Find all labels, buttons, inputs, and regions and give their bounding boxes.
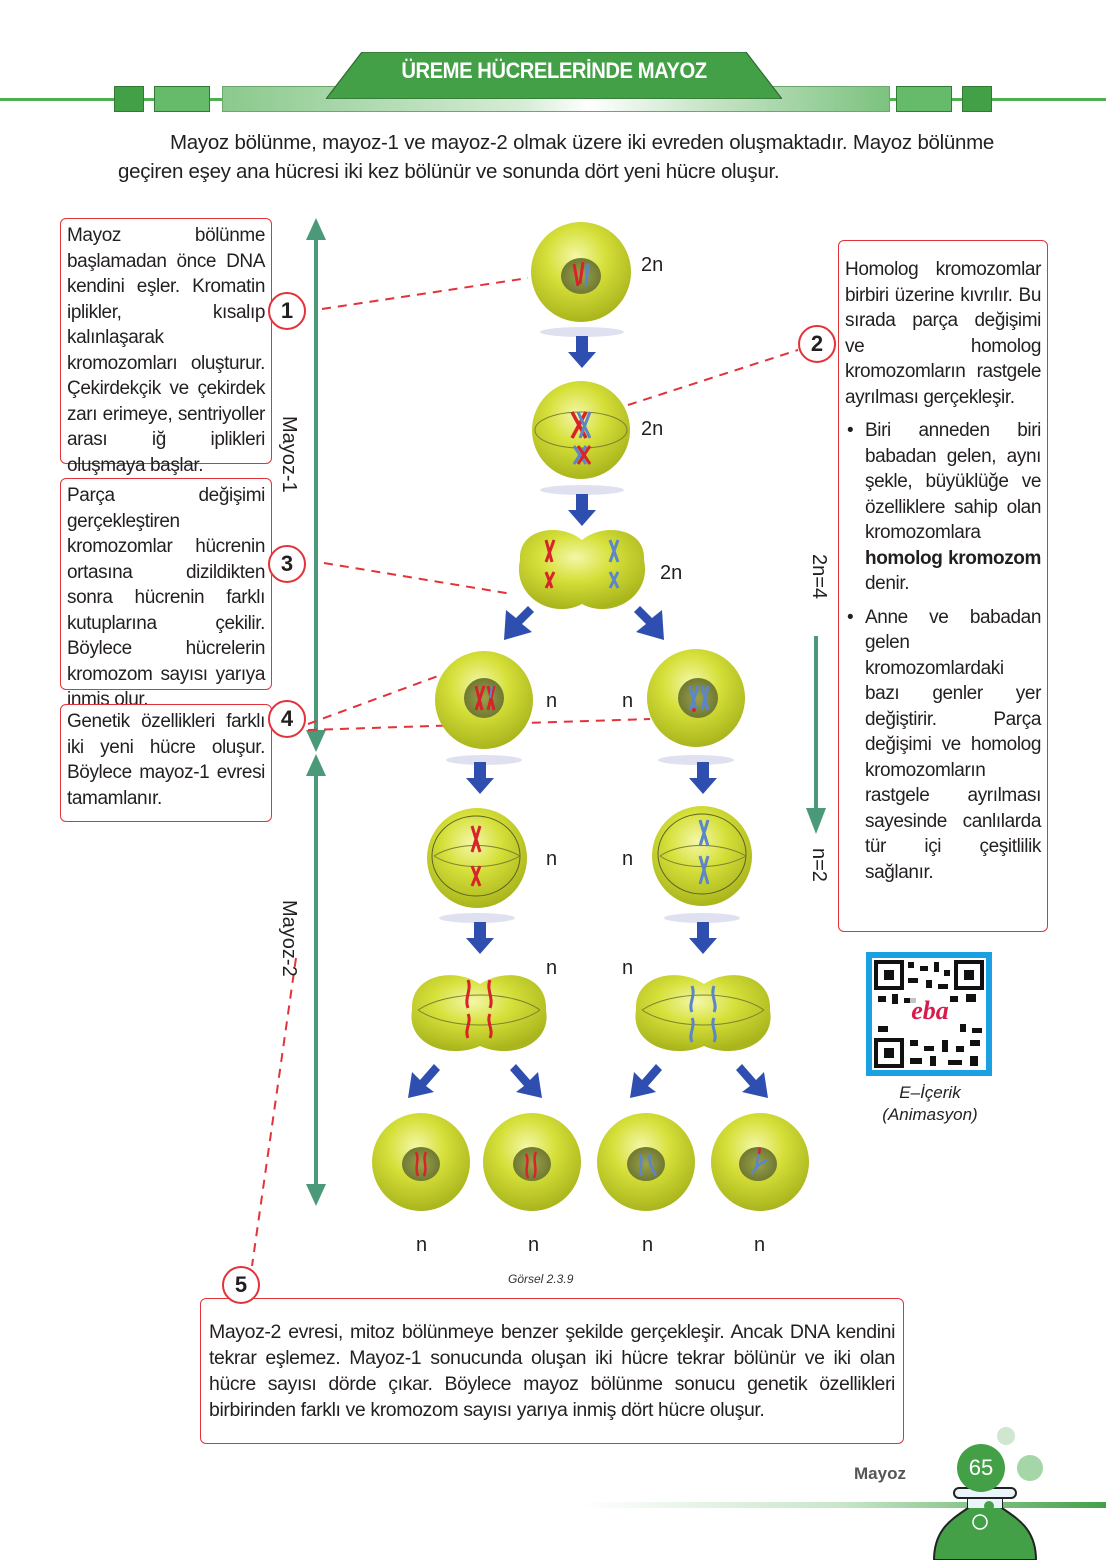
arrow-down-icon	[466, 922, 494, 954]
bubble-decoration	[1017, 1455, 1043, 1481]
gamete-cell-4	[711, 1113, 809, 1211]
ploidy-label: 2n	[641, 254, 664, 276]
cell-anaphase-2-left	[411, 975, 547, 1052]
mayoz2-label: Mayoz-2	[278, 900, 300, 977]
cell-telophase-1-right	[647, 649, 745, 765]
ploidy-label: n	[528, 1234, 540, 1256]
figure-caption: Görsel 2.3.9	[508, 1272, 574, 1286]
callout-box-3: Parça değişimi gerçekleştiren kromozomla…	[60, 478, 272, 710]
header-title-banner	[326, 52, 782, 99]
ploidy-label: n	[546, 957, 558, 979]
ploidy-label: 2n	[641, 418, 664, 440]
ploidy-label: n	[622, 690, 634, 712]
callout-number-5: 5	[222, 1266, 260, 1304]
mayoz1-axis	[306, 218, 326, 752]
cell-metaphase-2-right	[652, 806, 752, 923]
callout-box-1: Mayoz bölünme başlamadan önce DNA kendin…	[60, 218, 272, 476]
qr-caption: E–İçerik (Animasyon)	[882, 1083, 978, 1124]
arrow-down-left-icon	[504, 606, 534, 640]
header-square	[962, 86, 992, 112]
ploidy-label: n	[754, 1234, 766, 1256]
ploidy-label: n	[642, 1234, 654, 1256]
haploid-count-label: n=2	[808, 848, 830, 882]
intro-paragraph: Mayoz bölünme, mayoz-1 ve mayoz-2 olmak …	[118, 131, 994, 183]
arrow-down-right-icon	[510, 1064, 542, 1098]
callout-box-5: Mayoz-2 evresi, mitoz bölünmeye benzer ş…	[200, 1298, 904, 1444]
cell-telophase-1-left	[435, 651, 533, 765]
header-square	[114, 86, 144, 112]
header-square	[154, 86, 210, 112]
arrow-down-left-icon	[630, 1064, 662, 1098]
callout-number-3: 3	[268, 545, 306, 583]
ploidy-label: 2n	[660, 562, 683, 584]
homolog-bullet-list: Biri anneden biri babadan gelen, aynı şe…	[845, 418, 1041, 885]
arrow-down-right-icon	[634, 606, 664, 640]
ploidy-label: n	[416, 1234, 428, 1256]
cell-anaphase-2-right	[635, 975, 771, 1052]
callout-number-1: 1	[268, 292, 306, 330]
bullet-item: Biri anneden biri babadan gelen, aynı şe…	[845, 418, 1041, 597]
bullet-item: Anne ve babadan gelen kromozomlardaki ba…	[845, 605, 1041, 886]
cell-anaphase-1	[518, 529, 646, 610]
mayoz2-axis	[306, 754, 326, 1206]
ploidy-label: n	[546, 848, 558, 870]
cell-prophase-crossing	[532, 381, 630, 495]
arrow-down-icon	[689, 922, 717, 954]
arrow-down-right-icon	[736, 1064, 768, 1098]
chromosome-count-arrow	[806, 636, 826, 834]
callout-box-2: Homolog kromozomlar birbiri üzerine kıvr…	[838, 240, 1048, 932]
flask-icon	[932, 1487, 1038, 1560]
ploidy-label: n	[546, 690, 558, 712]
arrow-down-icon	[568, 336, 596, 368]
cell-metaphase-2-left	[427, 808, 527, 923]
header-square	[896, 86, 952, 112]
arrow-down-icon	[689, 762, 717, 794]
bubble-decoration	[997, 1427, 1015, 1445]
page-title: ÜREME HÜCRELERİNDE MAYOZ	[401, 58, 707, 83]
arrow-down-icon	[568, 494, 596, 526]
callout-box-4: Genetik özellikleri farklı iki yeni hücr…	[60, 704, 272, 822]
footer-rule	[580, 1502, 1106, 1508]
callout-number-2: 2	[798, 325, 836, 363]
callout-number-4: 4	[268, 700, 306, 738]
mayoz1-label: Mayoz-1	[278, 416, 300, 493]
gamete-cell-2	[483, 1113, 581, 1211]
diploid-count-label: 2n=4	[808, 554, 830, 600]
eba-logo: eba	[910, 996, 950, 1026]
cell-prophase-1	[531, 222, 631, 337]
arrow-down-left-icon	[408, 1064, 440, 1098]
gamete-cell-3	[597, 1113, 695, 1211]
arrow-down-icon	[466, 762, 494, 794]
page-number: 65	[957, 1444, 1005, 1492]
callout-leader-lines	[251, 277, 799, 1267]
ploidy-label: n	[622, 957, 634, 979]
footer-section-title: Mayoz	[854, 1464, 906, 1483]
ploidy-label: n	[622, 848, 634, 870]
gamete-cell-1	[372, 1113, 470, 1211]
